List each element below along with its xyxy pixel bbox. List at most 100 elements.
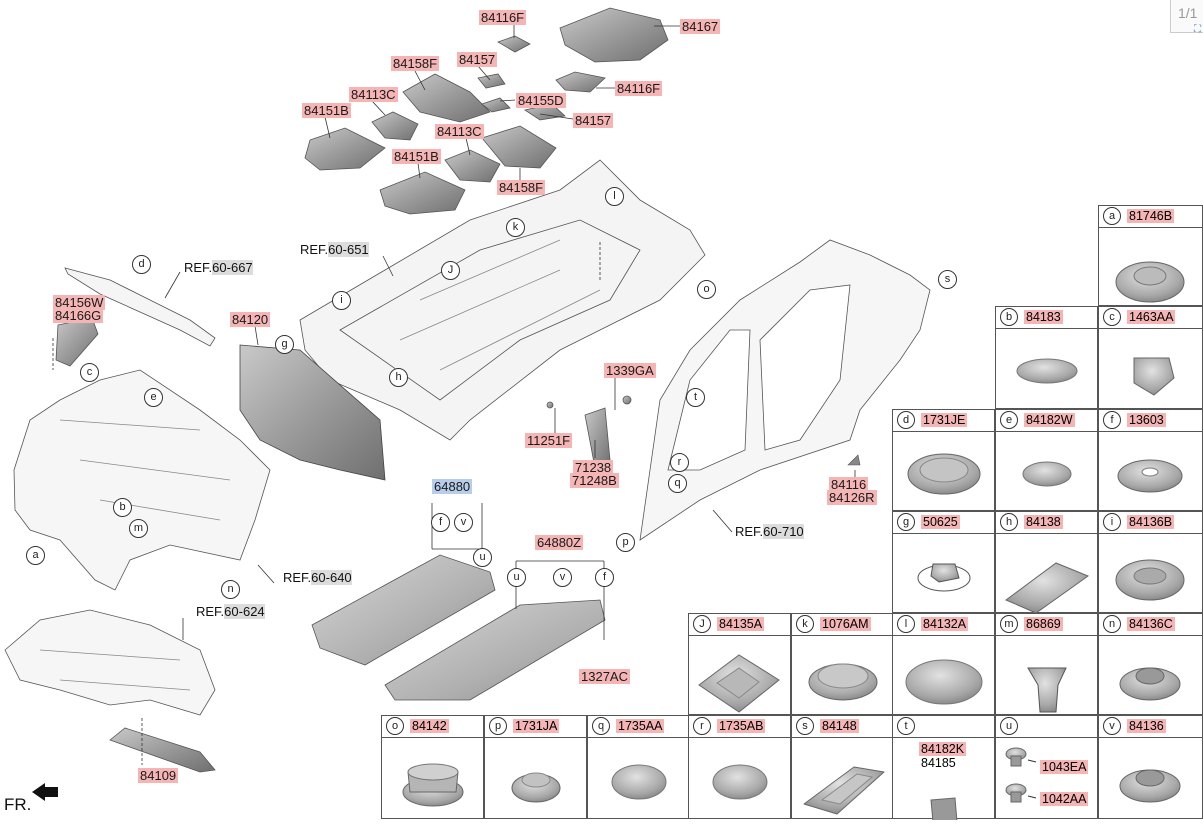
- callout-84151B-left[interactable]: 84151B: [302, 103, 351, 118]
- marker-q[interactable]: q: [668, 474, 687, 493]
- legend-part-number[interactable]: 84148: [820, 719, 859, 733]
- callout-84158F-top[interactable]: 84158F: [391, 56, 440, 71]
- legend-part-number[interactable]: 84138: [1024, 515, 1063, 529]
- marker-f-left[interactable]: f: [431, 513, 450, 532]
- legend-part-number[interactable]: 1735AB: [717, 719, 766, 733]
- marker-v-right[interactable]: v: [553, 568, 572, 587]
- legend-part-number[interactable]: 1735AA: [616, 719, 665, 733]
- ref-60-624[interactable]: REF.60-624: [194, 604, 267, 619]
- legend-part-number[interactable]: 13603: [1127, 413, 1166, 427]
- marker-c[interactable]: c: [80, 363, 99, 382]
- legend-sub-part-b[interactable]: 1042AA: [1040, 792, 1089, 806]
- legend-part-number[interactable]: 1731JA: [513, 719, 560, 733]
- callout-84158F-bottom[interactable]: 84158F: [497, 180, 546, 195]
- callout-84156W[interactable]: 84156W: [53, 295, 106, 310]
- marker-u-left[interactable]: u: [473, 548, 492, 567]
- legend-part-number[interactable]: 1731JE: [921, 413, 968, 427]
- marker-J[interactable]: J: [441, 261, 460, 280]
- callout-84109[interactable]: 84109: [138, 768, 179, 783]
- callout-1339GA[interactable]: 1339GA: [604, 363, 656, 378]
- callout-84116F-right[interactable]: 84116F: [615, 81, 663, 96]
- marker-n[interactable]: n: [221, 580, 240, 599]
- callout-84113C-center[interactable]: 84113C: [435, 124, 484, 139]
- marker-t[interactable]: t: [686, 388, 705, 407]
- callout-84167[interactable]: 84167: [680, 19, 721, 34]
- legend-part-number[interactable]: 84183: [1024, 310, 1063, 324]
- marker-p[interactable]: p: [616, 533, 635, 552]
- callout-11251F[interactable]: 11251F: [525, 433, 573, 448]
- marker-g[interactable]: g: [275, 335, 294, 354]
- callout-84157-top[interactable]: 84157: [457, 52, 498, 67]
- ref-60-710[interactable]: REF.60-710: [733, 524, 806, 539]
- callout-71238[interactable]: 71238: [573, 460, 614, 475]
- legend-sub-part-a[interactable]: 1043EA: [1040, 760, 1089, 774]
- legend-part-number[interactable]: 1076AM: [820, 617, 871, 631]
- legend-part-number[interactable]: 86869: [1024, 617, 1063, 631]
- callout-84113C-left[interactable]: 84113C: [349, 87, 398, 102]
- ref-60-640[interactable]: REF.60-640: [281, 570, 354, 585]
- marker-i[interactable]: i: [332, 291, 351, 310]
- ref-60-651[interactable]: REF.60-651: [298, 242, 371, 257]
- callout-71248B[interactable]: 71248B: [570, 473, 619, 488]
- marker-a[interactable]: a: [26, 546, 45, 565]
- marker-o[interactable]: o: [697, 280, 716, 299]
- callout-84116F-top[interactable]: 84116F: [479, 10, 527, 25]
- callout-84120[interactable]: 84120: [230, 312, 271, 327]
- marker-d[interactable]: d: [132, 255, 151, 274]
- marker-m[interactable]: m: [129, 519, 148, 538]
- legend-part-number[interactable]: 84136: [1127, 719, 1166, 733]
- legend-sub-part-b[interactable]: 84185: [921, 756, 956, 770]
- marker-f-right[interactable]: f: [595, 568, 614, 587]
- marker-l[interactable]: l: [605, 187, 624, 206]
- legend-part-number[interactable]: 84132A: [921, 617, 969, 631]
- legend-part-number[interactable]: 84142: [410, 719, 449, 733]
- marker-u-right[interactable]: u: [507, 568, 526, 587]
- legend-part-number[interactable]: 81746B: [1127, 209, 1175, 223]
- legend-part-number[interactable]: 84135A: [717, 617, 765, 631]
- legend-sub-part-a[interactable]: 84182K: [919, 742, 967, 756]
- legend-part-number[interactable]: 84136C: [1127, 617, 1175, 631]
- zoom-fit-icon[interactable]: ⛶: [1194, 24, 1201, 35]
- callout-84151B-center[interactable]: 84151B: [392, 149, 441, 164]
- marker-h[interactable]: h: [389, 368, 408, 387]
- marker-b[interactable]: b: [113, 498, 132, 517]
- legend-part-number[interactable]: 50625: [921, 515, 960, 529]
- legend-part-number[interactable]: 84182W: [1024, 413, 1075, 427]
- ref-60-667[interactable]: REF.60-667: [182, 260, 255, 275]
- marker-s[interactable]: s: [938, 270, 957, 289]
- callout-64880Z[interactable]: 64880Z: [535, 535, 584, 550]
- callout-84126R[interactable]: 84126R: [827, 490, 877, 505]
- callout-84116[interactable]: 84116: [829, 477, 869, 492]
- marker-e[interactable]: e: [144, 388, 163, 407]
- marker-r[interactable]: r: [670, 453, 689, 472]
- callout-84157-right[interactable]: 84157: [573, 113, 614, 128]
- callout-64880-selected[interactable]: 64880: [432, 479, 473, 494]
- marker-v-left[interactable]: v: [454, 513, 473, 532]
- callout-1327AC[interactable]: 1327AC: [579, 669, 630, 684]
- callout-84166G[interactable]: 84166G: [53, 308, 104, 323]
- callout-84155D[interactable]: 84155D: [516, 93, 566, 108]
- marker-k[interactable]: k: [506, 218, 525, 237]
